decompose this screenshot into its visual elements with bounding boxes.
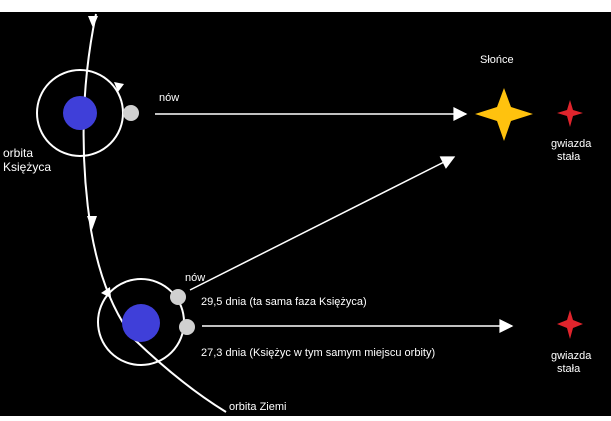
arrow-to-sun-bottom [189, 156, 456, 291]
moon-new-position [170, 289, 186, 305]
moon-orbit-arrow-bottom [101, 287, 111, 298]
earth-orbit-arrow-mid [87, 216, 97, 230]
earth-orbit-label: orbita Ziemi [229, 401, 286, 413]
fixed-star-top-label-line1: gwiazda [551, 138, 592, 150]
earth-moon-system-top [36, 69, 139, 157]
earth-moon-system-bottom [97, 278, 195, 366]
moon-orbit-arrow-top [114, 82, 124, 92]
earth-orbit-arrow-top [88, 16, 98, 28]
fixed-star-top-label-line2: stała [557, 151, 581, 163]
moon-orbit-label-line2: Księżyca [3, 160, 51, 174]
moon-top [123, 105, 139, 121]
fixed-star-bottom-label-line2: stała [557, 363, 581, 375]
earth-bottom [122, 304, 160, 342]
fixed-star-top [557, 100, 583, 127]
sidereal-month-label: 27,3 dnia (Księżyc w tym samym miejscu o… [201, 347, 435, 359]
sun-label: Słońce [480, 54, 514, 66]
fixed-star-bottom [557, 310, 583, 339]
moon-sidereal-position [179, 319, 195, 335]
fixed-star-bottom-label-line1: gwiazda [551, 350, 592, 362]
new-moon-label-bottom: nów [185, 272, 205, 284]
earth-top [63, 96, 97, 130]
space-background [0, 12, 611, 416]
moon-orbit-label-line1: orbita [3, 146, 33, 160]
synodic-month-label: 29,5 dnia (ta sama faza Księżyca) [201, 296, 367, 308]
sun-star [475, 88, 533, 141]
new-moon-label-top: nów [159, 92, 179, 104]
